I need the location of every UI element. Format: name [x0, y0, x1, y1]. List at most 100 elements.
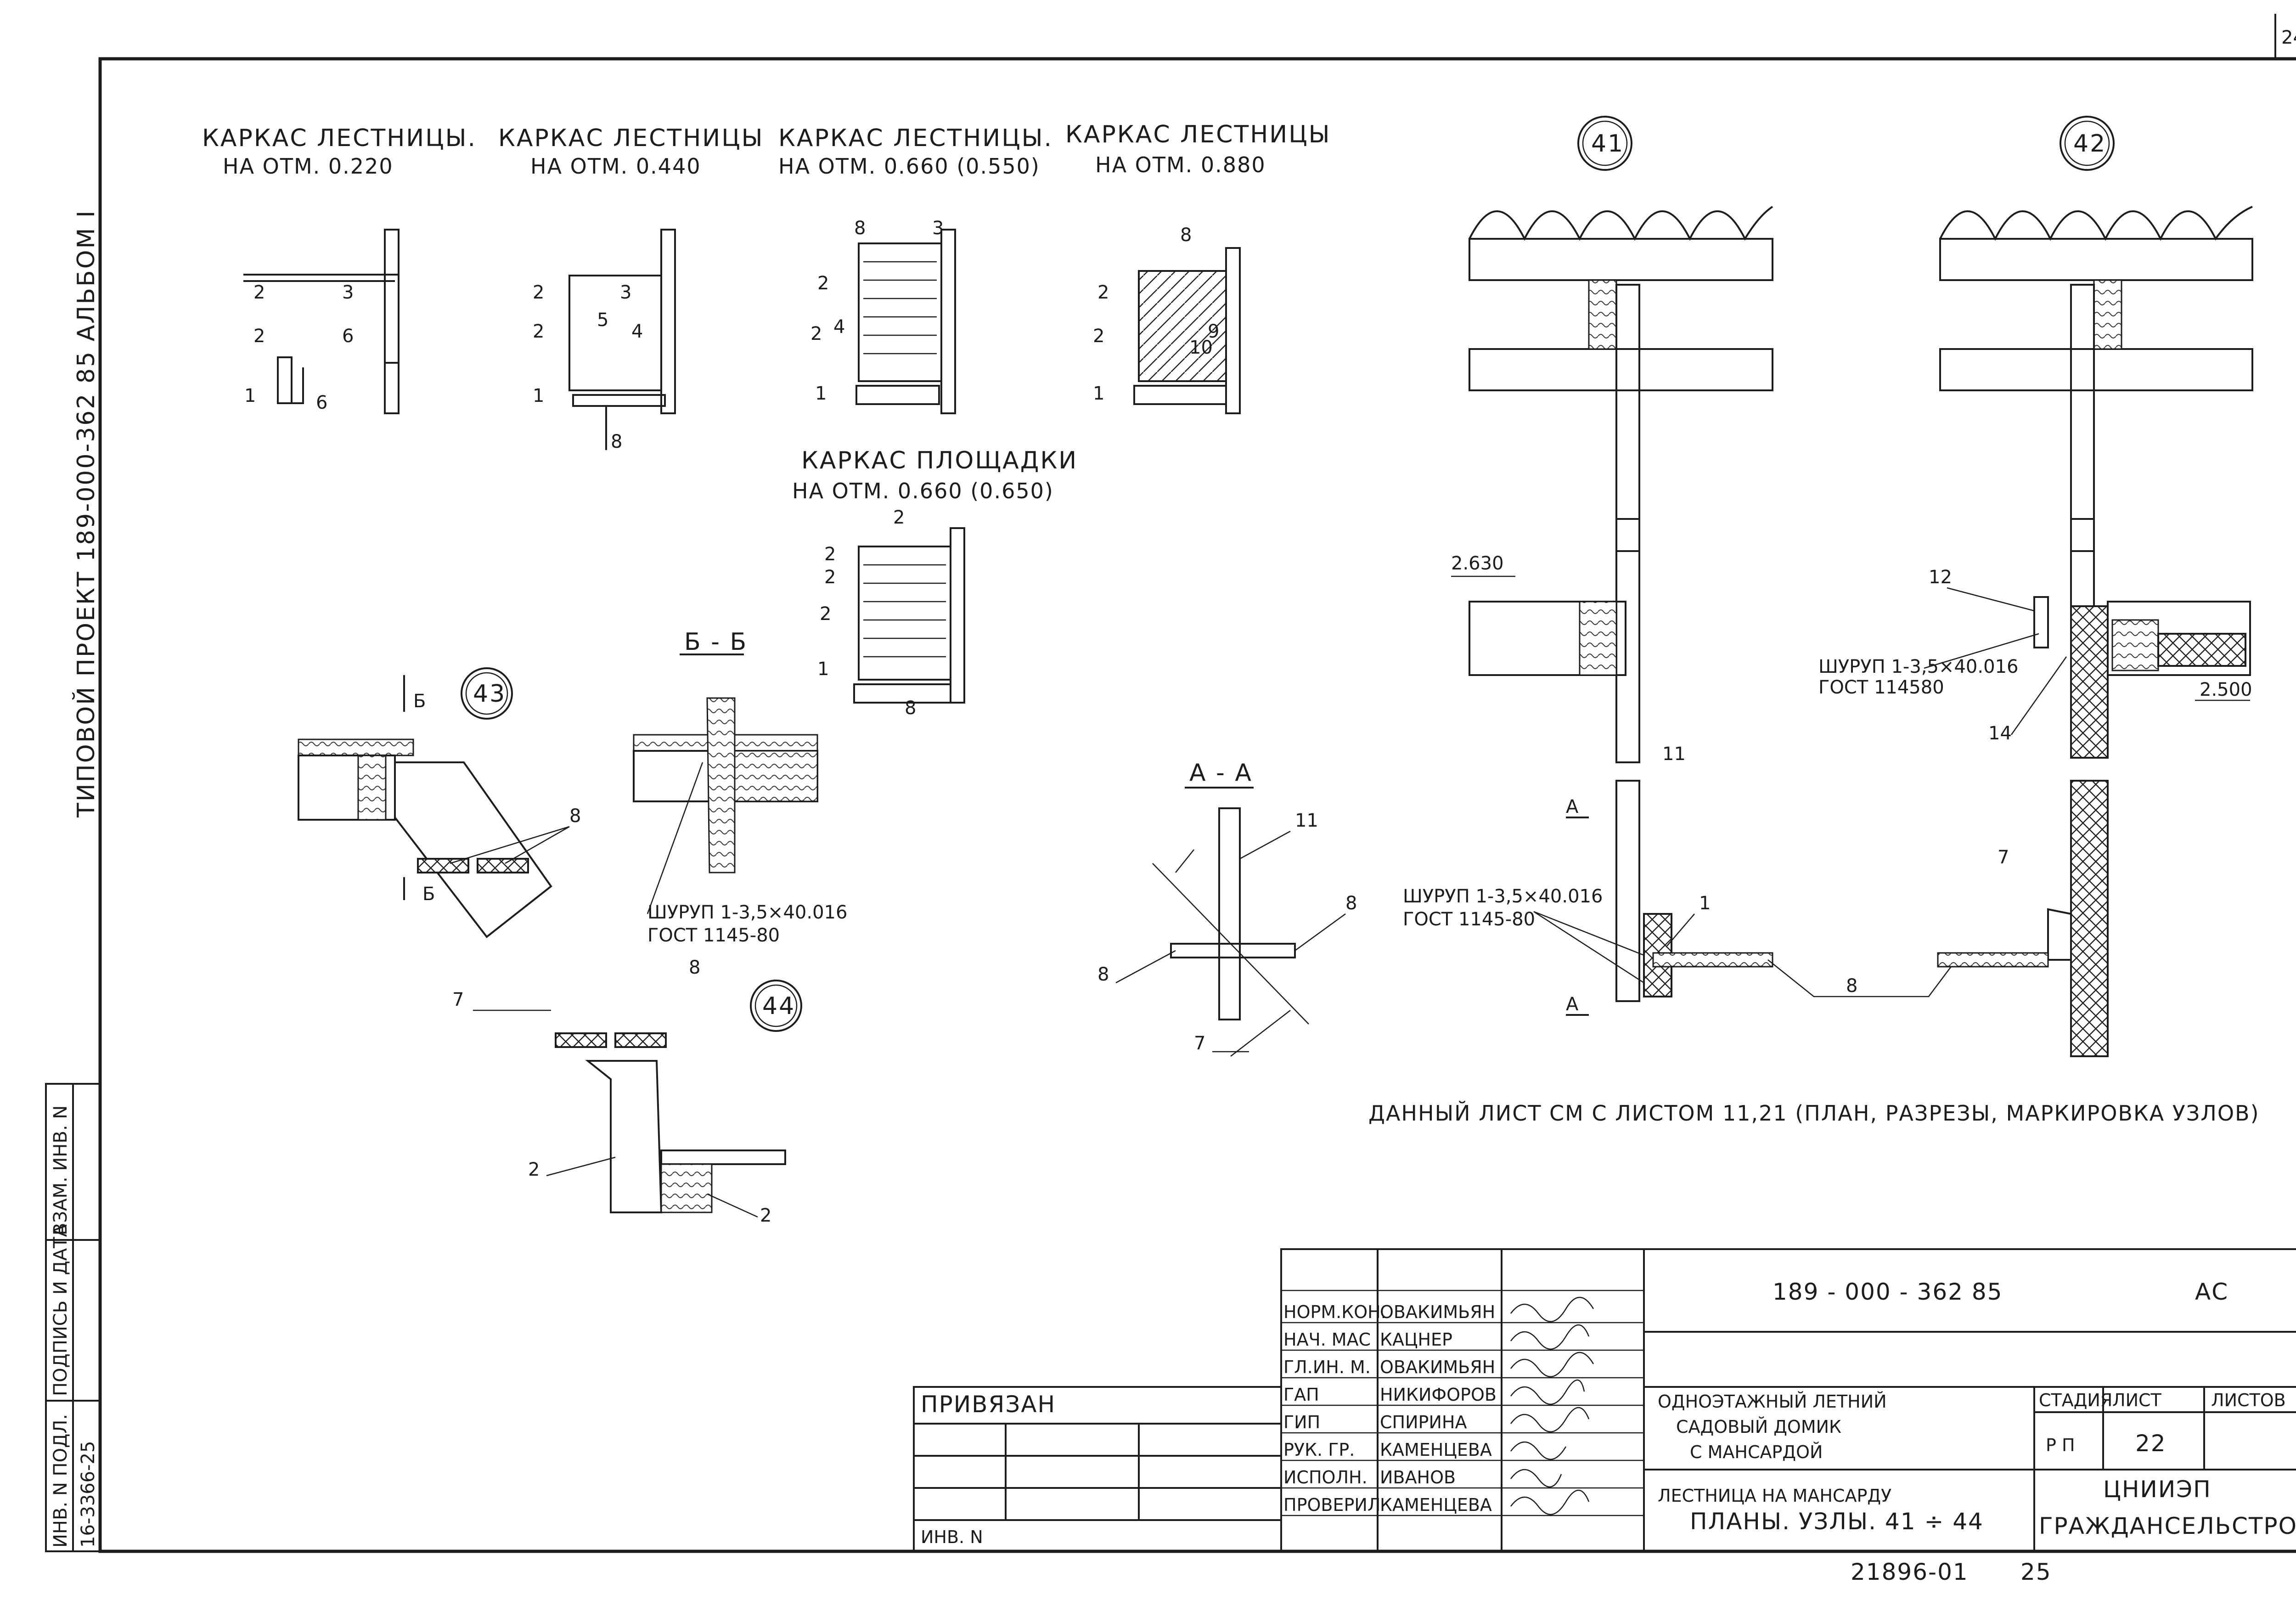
callout-label: 2 — [528, 1159, 540, 1180]
signatures — [1510, 1296, 1594, 1515]
frame-label: 1 — [533, 385, 544, 406]
node-43: 43 Б Б 8 7 — [298, 667, 581, 1011]
object-name-line-1: ОДНОЭТАЖНЫЙ ЛЕТНИЙ — [1658, 1392, 1887, 1412]
role: РУК. ГР. — [1283, 1440, 1355, 1460]
signer: ОВАКИМЬЯН — [1380, 1357, 1495, 1377]
role: ГАП — [1283, 1385, 1319, 1405]
node-42: 42 12 ШУРУП 1-3,5×40.016 ГОСТ 114580 14 … — [1818, 116, 2253, 1057]
signer: КАМЕНЦЕВА — [1380, 1495, 1492, 1515]
frame-label: 1 — [815, 383, 827, 404]
role: ГИП — [1283, 1412, 1320, 1432]
steps — [863, 261, 937, 355]
section-title: Б - Б — [684, 628, 748, 656]
object-name-line-3: С МАНСАРДОЙ — [1690, 1442, 1823, 1462]
platform-boards — [863, 564, 946, 658]
signature-roles: НОРМ.КОН. ОВАКИМЬЯН НАЧ. МАС КАЦНЕР ГЛ.И… — [1283, 1302, 1497, 1515]
frame-level: НА ОТМ. 0.880 — [1095, 152, 1266, 177]
privyazan-label: ПРИВЯЗАН — [921, 1391, 1056, 1418]
frame-label: 4 — [833, 316, 845, 338]
signer: НИКИФОРОВ — [1380, 1385, 1497, 1405]
node-number: 43 — [473, 680, 506, 708]
frame-label: 2 — [810, 323, 822, 344]
frame-title: КАРКАС ЛЕСТНИЦЫ — [498, 124, 764, 152]
frame-level: НА ОТМ. 0.660 (0.650) — [792, 479, 1054, 503]
frame-0880: КАРКАС ЛЕСТНИЦЫ НА ОТМ. 0.880 8 2 2 9 10… — [1065, 121, 1331, 414]
callout-label: 1 — [1699, 893, 1711, 914]
section-aa: А - А 11 8 8 7 — [1097, 759, 1357, 1057]
screw-label: ШУРУП 1-3,5×40.016 — [1818, 656, 2018, 677]
frame-label: 2 — [533, 282, 544, 303]
frame-label: 2 — [824, 544, 836, 565]
frame-label: 2 — [817, 273, 829, 294]
frame-label: 2 — [1097, 282, 1109, 303]
role: ГЛ.ИН. М. — [1283, 1357, 1371, 1377]
podpis-label: ПОДПИСЬ И ДАТА — [50, 1224, 71, 1396]
signer: ИВАНОВ — [1380, 1467, 1456, 1487]
callout-label: 14 — [1988, 723, 2012, 744]
frame-label: 9 — [1208, 321, 1219, 342]
document-mark: АС — [2195, 1279, 2228, 1305]
archive-stamp: 21896-01 — [1851, 1559, 1969, 1585]
callout-label: 2 — [760, 1205, 771, 1226]
sheet-title-line-2: ПЛАНЫ. УЗЛЫ. 41 ÷ 44 — [1690, 1508, 1984, 1535]
sheet-title-line-1: ЛЕСТНИЦА НА МАНСАРДУ — [1658, 1486, 1891, 1506]
frame-label: 10 — [1189, 337, 1213, 358]
frame-label: 2 — [1093, 326, 1104, 347]
section-title: А - А — [1189, 759, 1253, 787]
frame-label: 2 — [824, 567, 836, 588]
signer: ОВАКИМЬЯН — [1380, 1302, 1495, 1322]
frame-title: КАРКАС ЛЕСТНИЦЫ. — [202, 124, 477, 152]
corner-number: 24 — [2281, 27, 2296, 48]
frame-label: 8 — [611, 431, 622, 452]
frame-title: КАРКАС ПЛОЩАДКИ — [801, 447, 1078, 474]
page-number: 25 — [2020, 1559, 2052, 1585]
callout-label: 7 — [1194, 1033, 1205, 1054]
stage-label: СТАДИЯ — [2039, 1390, 2112, 1410]
callout-label: 12 — [1929, 567, 1952, 588]
frame-level: НА ОТМ. 0.660 (0.550) — [778, 154, 1040, 179]
organization-line-1: ЦНИИЭП — [2103, 1476, 2212, 1503]
frame-level: НА ОТМ. 0.220 — [223, 154, 394, 179]
callout-label: 8 — [689, 957, 700, 978]
node-41: 41 2.630 А А 11 1 ШУРУП 1-3,5×40.016 ГОС… — [1403, 116, 1957, 1016]
frame-label: 3 — [342, 282, 354, 303]
left-stamp: ВЗАМ. ИНВ. N ПОДПИСЬ И ДАТА ИНВ. N ПОДЛ.… — [45, 1083, 101, 1552]
node-44: 44 8 2 2 — [528, 957, 802, 1226]
cross-reference-note: ДАННЫЙ ЛИСТ СМ С ЛИСТОМ 11,21 (ПЛАН, РАЗ… — [1368, 1101, 2260, 1126]
callout-label: 8 — [569, 806, 581, 827]
frame-label: 8 — [854, 218, 866, 239]
gost-label: ГОСТ 1145-80 — [1403, 909, 1535, 930]
callout-label: 7 — [1998, 847, 2009, 868]
callout-label: 7 — [452, 989, 464, 1010]
node-number: 44 — [762, 992, 795, 1020]
frame-title: КАРКАС ЛЕСТНИЦЫ — [1065, 121, 1331, 148]
callout-label: 11 — [1662, 744, 1686, 765]
inv-n-label: ИНВ. N — [921, 1527, 983, 1547]
signer: СПИРИНА — [1380, 1412, 1467, 1432]
node-number: 41 — [1591, 130, 1624, 158]
gost-label: ГОСТ 114580 — [1818, 677, 1944, 698]
role: НОРМ.КОН. — [1283, 1302, 1386, 1322]
frame-label: 2 — [533, 321, 544, 342]
gost-label: ГОСТ 1145-80 — [647, 925, 780, 946]
callout-label: 11 — [1295, 810, 1318, 831]
title-block: ПРИВЯЗАН ИНВ. N НОРМ.КОН. ОВАКИМЬЯН НАЧ.… — [913, 1248, 2296, 1552]
inv-podl-value: 16-3366-25 — [78, 1441, 99, 1548]
frame-label: 2 — [893, 507, 905, 528]
frame-label: 1 — [244, 385, 256, 406]
frame-label: 1 — [817, 659, 829, 680]
object-name-line-2: САДОВЫЙ ДОМИК — [1676, 1417, 1841, 1437]
frame-0220: КАРКАС ЛЕСТНИЦЫ. НА ОТМ. 0.220 2 3 2 6 1… — [202, 124, 477, 414]
frame-label: 8 — [905, 698, 916, 719]
frame-label: 6 — [316, 392, 327, 413]
section-bb: Б - Б ШУРУП 1-3,5×40.016 ГОСТ 1145-80 — [633, 628, 847, 946]
callout-label: 8 — [1345, 893, 1357, 914]
frame-0660: КАРКАС ЛЕСТНИЦЫ. НА ОТМ. 0.660 (0.550) 8… — [778, 124, 1052, 414]
frame-label: 3 — [932, 218, 944, 239]
screw-label: ШУРУП 1-3,5×40.016 — [647, 902, 847, 923]
signer: КАЦНЕР — [1380, 1330, 1452, 1350]
sheet-value: 22 — [2135, 1430, 2167, 1457]
sheet-label: ЛИСТ — [2112, 1390, 2162, 1410]
node-number: 42 — [2073, 130, 2106, 158]
